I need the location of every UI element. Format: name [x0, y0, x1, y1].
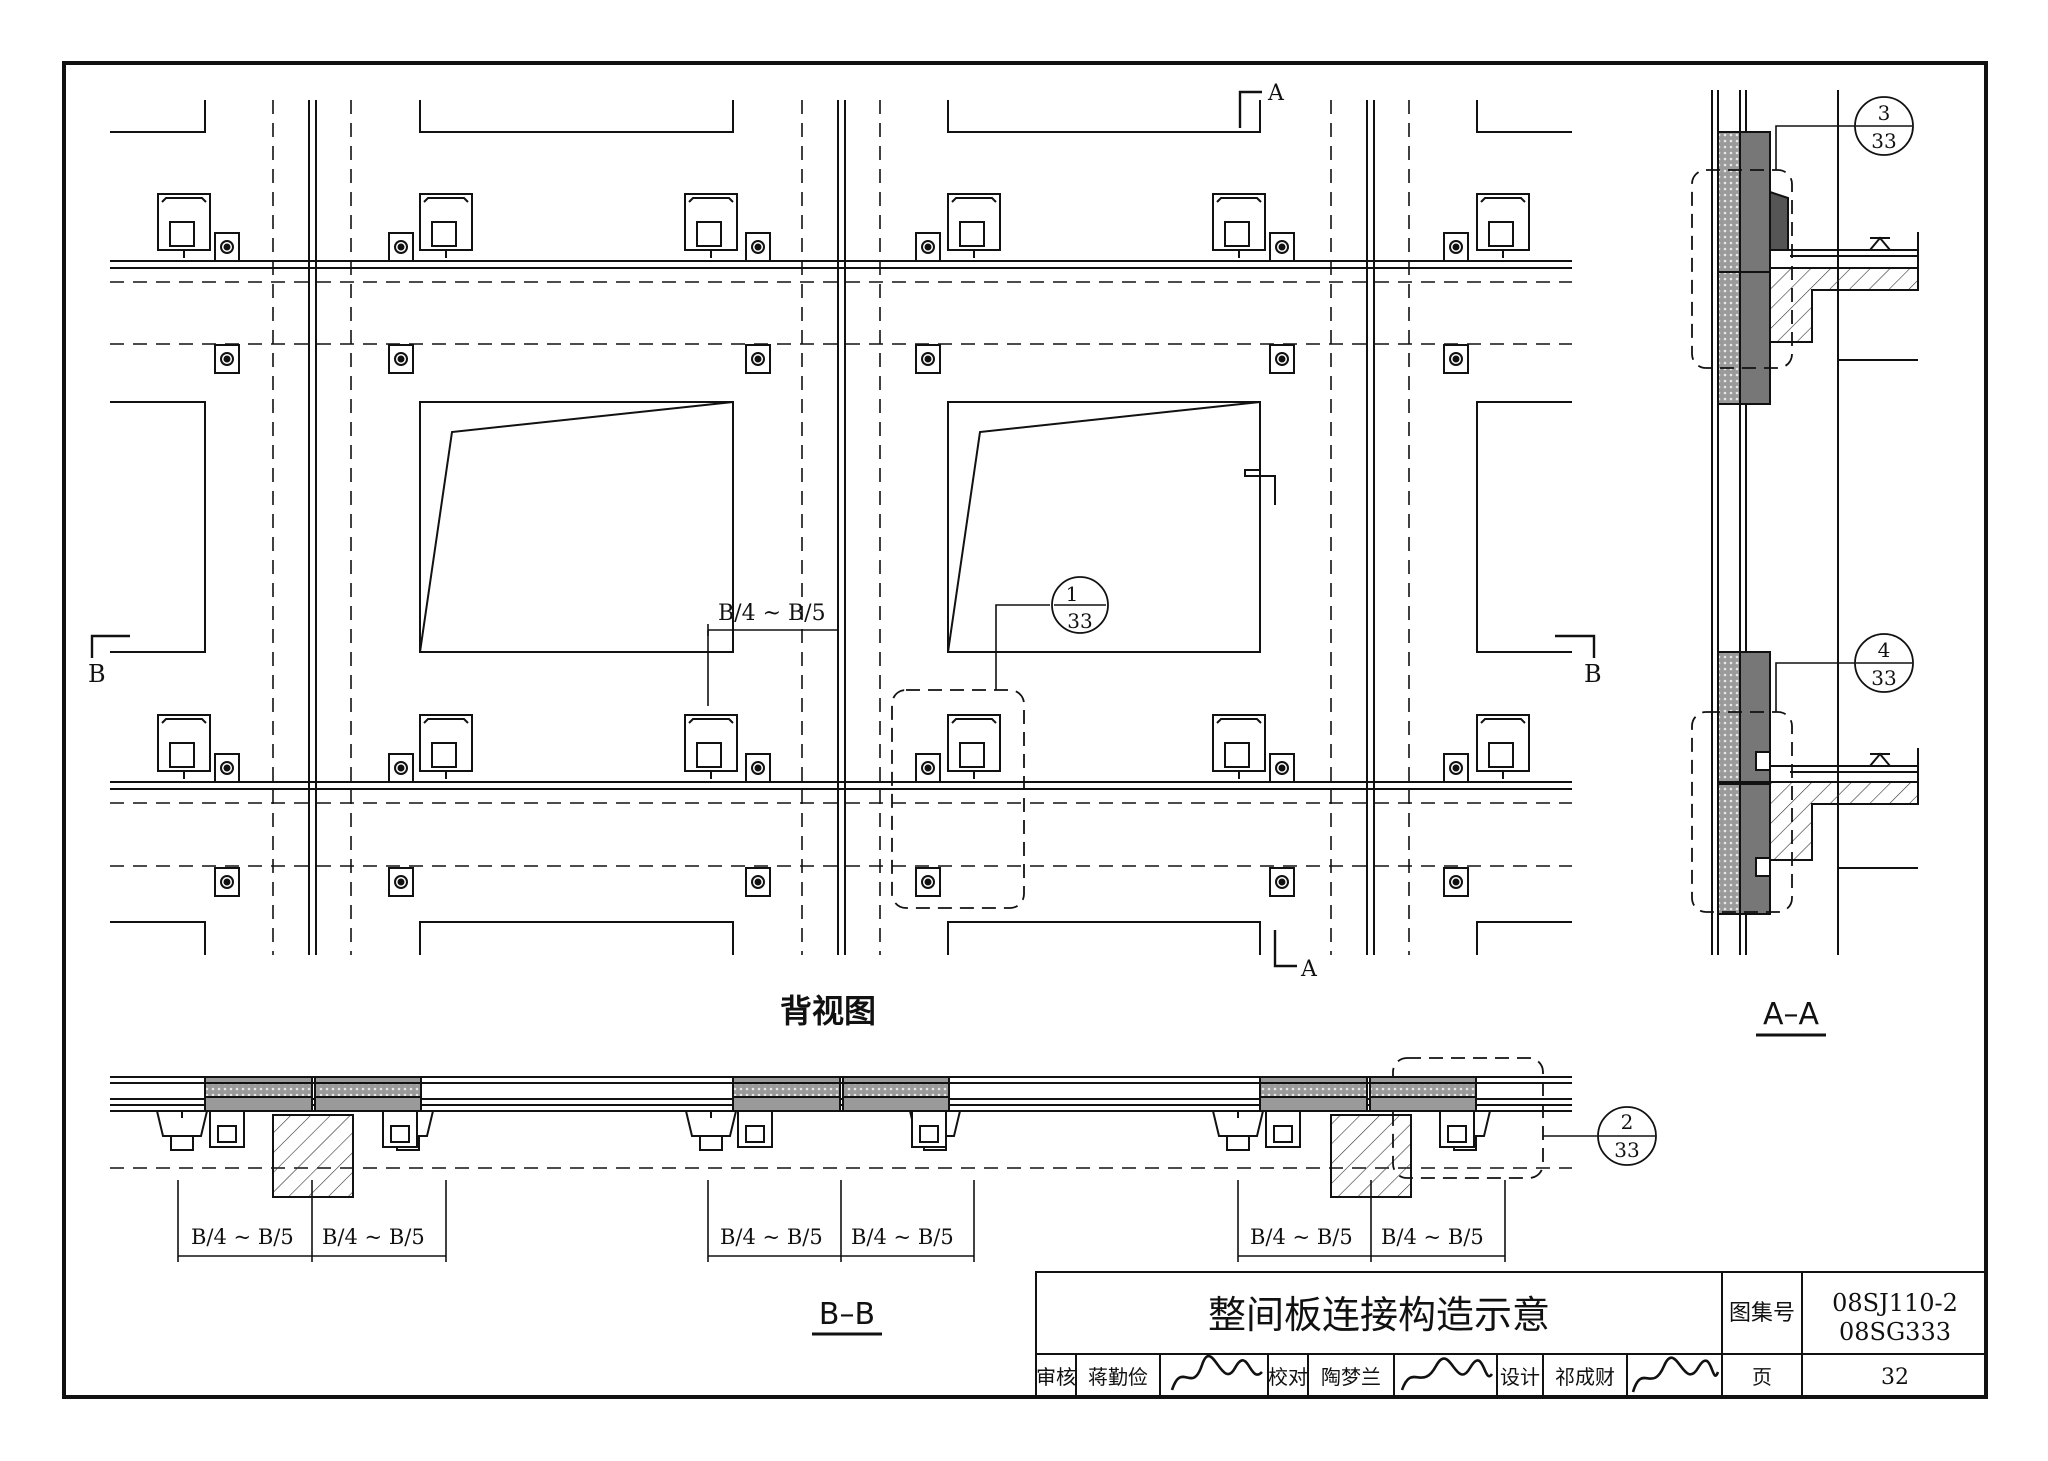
bb-connector-bracket: [684, 1110, 738, 1151]
bb-connector-bracket: [155, 1110, 209, 1151]
callout-2-number: 2: [1621, 1110, 1634, 1134]
insulated-panel-section: [1259, 1076, 1368, 1112]
anchor-square: [915, 867, 941, 897]
page-label: 页: [1752, 1365, 1772, 1389]
anchor-square: [388, 232, 414, 262]
anchor-square: [388, 753, 414, 783]
connector-bracket: [1476, 714, 1530, 779]
review-name: 蒋勤俭: [1088, 1365, 1148, 1389]
anchor-square: [745, 753, 771, 783]
section-aa-labels: 3 33 4 33 A–A: [1763, 101, 1897, 1032]
bb-anchor: [1439, 1110, 1475, 1148]
anchor-square: [1443, 867, 1469, 897]
bb-dim-4: B/4 ~ B/5: [851, 1225, 954, 1249]
callout-3-sheet: 33: [1871, 129, 1896, 153]
anchor-square: [1269, 753, 1295, 783]
section-bb-labels: 2 33 B/4 ~ B/5 B/4 ~ B/5 B/4 ~ B/5 B/4 ~…: [191, 1110, 1640, 1332]
section-mark-a-bottom: A: [1300, 957, 1318, 982]
page-number: 32: [1881, 1365, 1909, 1390]
atlas-number-1: 08SJ110-2: [1832, 1289, 1958, 1317]
bb-dim-6: B/4 ~ B/5: [1381, 1225, 1484, 1249]
design-name: 祁成财: [1555, 1365, 1615, 1389]
vertical-joints: [308, 100, 317, 955]
insulated-panel-section: [314, 1076, 422, 1112]
bb-anchor: [209, 1110, 245, 1148]
connector-bracket: [684, 193, 738, 258]
callout-1-sheet: 33: [1067, 609, 1092, 633]
callout-1-number: 1: [1066, 582, 1079, 606]
bb-anchor: [1265, 1110, 1301, 1148]
anchor-square: [1443, 232, 1469, 262]
sheet-border: [62, 61, 1988, 1399]
connector-bracket: [684, 714, 738, 779]
anchor-square: [214, 232, 240, 262]
connector-bracket: [157, 193, 211, 258]
callout-4-sheet: 33: [1871, 666, 1896, 690]
back-view-dimension: B/4 ~ B/5: [718, 601, 826, 626]
drawing-title: 整间板连接构造示意: [1208, 1293, 1550, 1337]
bb-anchor: [911, 1110, 947, 1148]
anchor-square: [214, 867, 240, 897]
bb-connector-bracket: [1211, 1110, 1265, 1151]
connector-bracket: [947, 193, 1001, 258]
section-mark-b-left: B: [88, 660, 106, 688]
insulated-panel-section: [204, 1076, 313, 1112]
insulated-panel-section: [1369, 1076, 1477, 1112]
connector-bracket: [157, 714, 211, 779]
section-bb-title: B–B: [819, 1297, 875, 1332]
anchor-square: [745, 867, 771, 897]
bb-dim-2: B/4 ~ B/5: [322, 1225, 425, 1249]
anchor-square: [915, 753, 941, 783]
connector-bracket: [947, 714, 1001, 779]
callout-4-number: 4: [1878, 638, 1891, 662]
bb-anchor: [737, 1110, 773, 1148]
callout-2-sheet: 33: [1614, 1138, 1639, 1162]
anchor-square: [388, 344, 414, 374]
back-view-title: 背视图: [780, 992, 876, 1030]
bb-anchor: [382, 1110, 418, 1148]
section-mark-b-right: B: [1584, 660, 1602, 688]
bb-dim-1: B/4 ~ B/5: [191, 1225, 294, 1249]
section-aa-title: A–A: [1763, 997, 1820, 1032]
section-aa: [1691, 90, 1919, 1037]
connector-bracket: [1212, 193, 1266, 258]
bb-dim-3: B/4 ~ B/5: [720, 1225, 823, 1249]
anchor-square: [1269, 232, 1295, 262]
anchor-square: [745, 232, 771, 262]
callout-3-number: 3: [1878, 101, 1891, 125]
insulated-panel-section: [842, 1076, 950, 1112]
anchor-square: [214, 753, 240, 783]
anchor-square: [1443, 344, 1469, 374]
connector-bracket: [419, 193, 473, 258]
check-label: 校对: [1268, 1365, 1308, 1389]
insulated-panel-section: [732, 1076, 841, 1112]
check-name: 陶梦兰: [1321, 1365, 1381, 1389]
connector-bracket: [419, 714, 473, 779]
anchor-square: [388, 867, 414, 897]
title-block-labels: 整间板连接构造示意 图集号 08SJ110-2 08SG333 审核 蒋勤俭 校…: [1036, 1289, 1958, 1390]
atlas-label: 图集号: [1729, 1301, 1795, 1326]
anchor-square: [745, 344, 771, 374]
anchor-square: [915, 232, 941, 262]
connector-bracket: [1212, 714, 1266, 779]
anchor-square: [1269, 344, 1295, 374]
back-view-labels: A A B B B/4 ~ B/5 1 33 背视图: [88, 81, 1602, 1030]
connector-bracket: [1476, 193, 1530, 258]
back-view: [90, 90, 1596, 968]
anchor-square: [1269, 867, 1295, 897]
design-label: 设计: [1500, 1365, 1540, 1389]
title-block: [1035, 1271, 1987, 1398]
anchor-square: [915, 344, 941, 374]
section-mark-a-top: A: [1267, 81, 1285, 106]
anchor-square: [214, 344, 240, 374]
anchor-square: [1443, 753, 1469, 783]
atlas-number-2: 08SG333: [1839, 1318, 1951, 1346]
review-label: 审核: [1036, 1365, 1076, 1389]
bb-dim-5: B/4 ~ B/5: [1250, 1225, 1353, 1249]
